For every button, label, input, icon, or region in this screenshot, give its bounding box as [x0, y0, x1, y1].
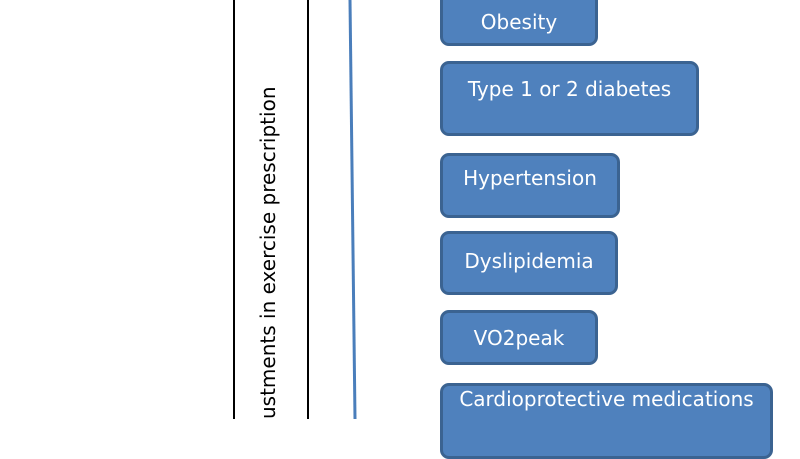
- frame-left-border: [233, 0, 235, 419]
- factor-label-hypertension: Hypertension: [463, 165, 597, 190]
- factor-box-dyslipidemia: Dyslipidemia: [440, 231, 618, 295]
- frame-right-border: [307, 0, 309, 419]
- factor-box-obesity: Obesity: [440, 0, 598, 46]
- factor-label-diabetes: Type 1 or 2 diabetes: [467, 76, 672, 101]
- factor-label-cardioprotective-medications: Cardioprotective medications: [459, 387, 754, 411]
- factor-box-cardioprotective-medications: Cardioprotective medications: [440, 383, 773, 459]
- vertical-connector: [348, 0, 357, 419]
- connector-line: [348, 0, 357, 419]
- factor-box-vo2peak: VO2peak: [440, 310, 598, 365]
- factor-label-dyslipidemia: Dyslipidemia: [464, 249, 594, 273]
- factor-box-diabetes: Type 1 or 2 diabetes: [440, 61, 699, 136]
- factor-label-obesity: Obesity: [480, 10, 558, 34]
- factor-label-vo2peak: VO2peak: [473, 325, 565, 350]
- factor-box-hypertension: Hypertension: [440, 153, 620, 218]
